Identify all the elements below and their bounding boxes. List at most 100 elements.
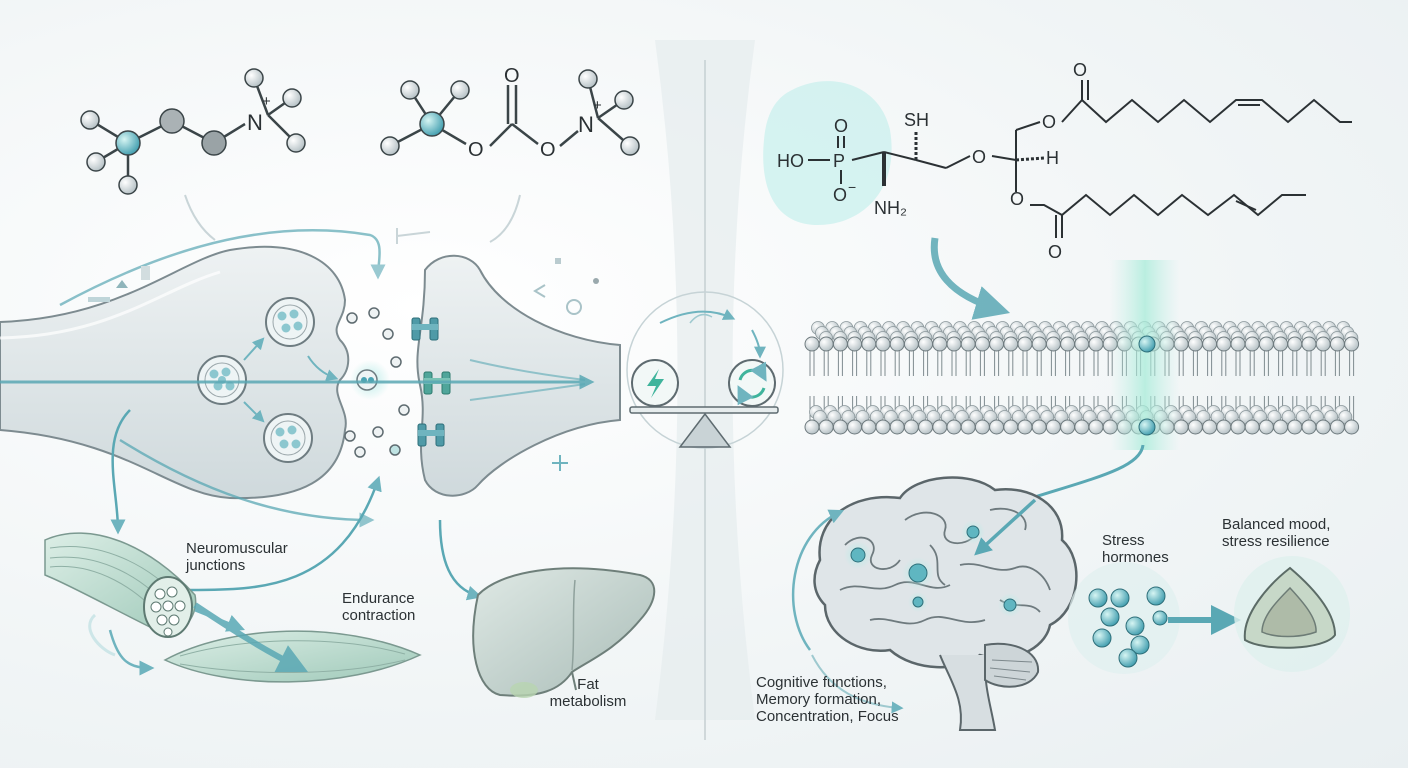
adrenal-gland [1234, 556, 1350, 672]
lipid-tails [1192, 350, 1198, 420]
lipid-head-bottom [1344, 419, 1360, 435]
lipid-head-bottom [1230, 419, 1246, 435]
lipid-head-bottom [1287, 419, 1303, 435]
lipid-tails [1349, 350, 1355, 420]
lipid-head-top [1287, 336, 1303, 352]
label-balanced-mood: Balanced mood, stress resilience [1222, 516, 1331, 550]
lipid-head-bottom [861, 419, 877, 435]
ps-ester-bottom-o: O [1010, 189, 1024, 209]
phosphatidylserine-bonds [808, 80, 1352, 238]
muscle-bundle [44, 532, 197, 638]
presynaptic-terminal [0, 245, 350, 500]
lipid-tails [965, 350, 971, 420]
lightning-icon [631, 359, 679, 407]
lipid-head-top [960, 336, 976, 352]
acetylcholine-charge: + [593, 97, 602, 114]
lipid-head-bottom [1060, 419, 1076, 435]
lipid-head-bottom [1258, 419, 1274, 435]
label-endurance: Endurance contraction [342, 590, 416, 624]
choline-nitrogen: N [247, 110, 263, 135]
lipid-head-top [1031, 336, 1047, 352]
molecule-to-synapse-arcs [184, 194, 521, 244]
lipid-tails [1235, 350, 1241, 420]
lipid-tails [1008, 350, 1014, 420]
lipid-head-bottom [875, 419, 891, 435]
lipid-head-bottom [804, 419, 820, 435]
vesicles [197, 297, 390, 463]
lipid-head-bottom [1187, 419, 1203, 435]
decorations [88, 258, 599, 471]
ps-nh2: NH₂ [874, 198, 907, 218]
ps-phosphorus: P [833, 151, 845, 171]
lipid-tails [1079, 350, 1085, 420]
lipid-head-top [875, 336, 891, 352]
lipid-head-bottom [1216, 419, 1232, 435]
acetylcholine-ester-o: O [468, 139, 484, 161]
lipid-head-top [889, 336, 905, 352]
lipid-head-bottom [1088, 419, 1104, 435]
lipid-tails [1221, 350, 1227, 420]
lipid-tails [908, 350, 914, 420]
lipid-head-top [1202, 336, 1218, 352]
center-divider [655, 40, 755, 740]
acetylcholine-atoms [380, 69, 640, 156]
lipid-head-bottom [918, 419, 934, 435]
ps-sh: SH [904, 110, 929, 130]
lipid-head-top [1273, 336, 1289, 352]
lipid-head-bottom [1003, 419, 1019, 435]
lipid-head-bottom [946, 419, 962, 435]
lipid-tails [951, 350, 957, 420]
lipid-head-top [1258, 336, 1274, 352]
lipid-tails [1263, 350, 1269, 420]
lipid-tails [880, 350, 886, 420]
lipid-tails [1207, 350, 1213, 420]
label-stress-hormones: Stress hormones [1102, 532, 1169, 566]
lipid-head-bottom [1315, 419, 1331, 435]
lipid-head-bottom [1202, 419, 1218, 435]
lipid-head-bottom [889, 419, 905, 435]
highlighted-lipid [1138, 335, 1156, 436]
phosphatidylserine-glow [763, 81, 892, 226]
lipid-head-bottom [847, 419, 863, 435]
ps-ester-top-o: O [1042, 112, 1056, 132]
lipid-head-top [1244, 336, 1260, 352]
balance-scale-icon [629, 406, 779, 448]
lipid-tails [1292, 350, 1298, 420]
vesicle [265, 297, 315, 347]
lipid-tails [1036, 350, 1042, 420]
liver [472, 567, 656, 698]
lipid-head-top [1003, 336, 1019, 352]
lipid-tails [994, 350, 1000, 420]
vesicle [197, 355, 247, 405]
lipid-head-bottom [974, 419, 990, 435]
lipid-head-bottom [960, 419, 976, 435]
lipid-head-top [1329, 336, 1345, 352]
lipid-head-bottom [818, 419, 834, 435]
lipid-head-top [1230, 336, 1246, 352]
ps-carbonyl-top-o: O [1073, 60, 1087, 80]
lipid-head-top [818, 336, 834, 352]
lipid-tails [1093, 350, 1099, 420]
lipid-head-bottom [1301, 419, 1317, 435]
lipid-tails [852, 350, 858, 420]
lipid-head-top [974, 336, 990, 352]
lipid-tails [1065, 350, 1071, 420]
lipid-head-top [989, 336, 1005, 352]
lipid-head-bottom [1244, 419, 1260, 435]
receptor [411, 317, 439, 341]
membrane-beam [1110, 260, 1180, 450]
lipid-head-bottom [1074, 419, 1090, 435]
lipid-tails [1334, 350, 1340, 420]
lipid-tails [923, 350, 929, 420]
lipid-head-bottom [989, 419, 1005, 435]
neurotransmitters [344, 307, 410, 458]
acetylcholine-nitrogen: N [578, 112, 594, 137]
lipid-head-top [1301, 336, 1317, 352]
label-neuromuscular: Neuromuscular junctions [186, 540, 288, 574]
lipid-head-bottom [932, 419, 948, 435]
lipid-tails [1249, 350, 1255, 420]
ps-to-membrane-arrow [930, 237, 1011, 320]
lipid-head-top [1187, 336, 1203, 352]
